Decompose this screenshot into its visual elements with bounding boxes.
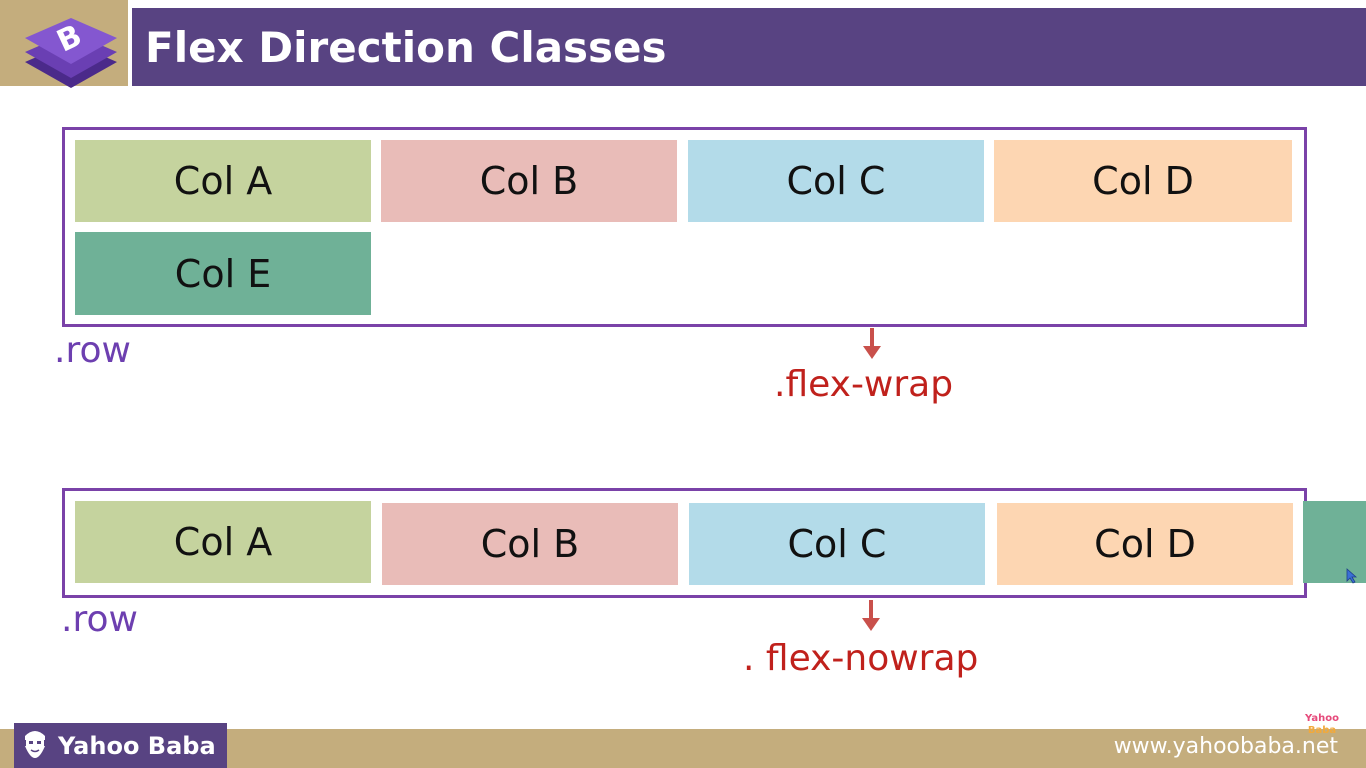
col-label: Col B [480,522,580,566]
col-b: Col B [381,140,677,222]
page-title: Flex Direction Classes [145,23,667,72]
header-bar [132,8,1366,86]
footer-url: www.yahoobaba.net [1113,734,1338,759]
bearded-man-icon [25,730,45,758]
watermark-line1: Yahoo [1304,713,1339,724]
bootstrap-logo-icon: B [25,18,117,88]
col-label: Col E [174,251,272,296]
footer-brand-text: Yahoo Baba [58,731,216,760]
class-label-flex-nowrap: . flex-nowrap [743,638,979,679]
col-b: Col B [382,503,678,585]
col-c: Col C [688,140,984,222]
col-a: Col A [75,501,371,583]
yahoo-baba-watermark: Yahoo Baba [1304,713,1339,736]
col-d: Col D [997,503,1293,585]
col-label: Col A [173,520,273,564]
col-label: Col D [1094,522,1196,566]
col-label: Col D [1092,159,1194,203]
row-label: .row [54,330,131,371]
col-label: Col C [787,522,887,566]
col-c: Col C [689,503,985,585]
col-e: Col E [75,232,371,315]
mouse-cursor-icon [1346,568,1358,584]
col-label: Col C [786,159,886,203]
col-label: Col B [479,159,579,203]
arrow-down-icon [863,328,881,359]
col-d: Col D [994,140,1292,222]
footer-bar [0,729,1366,768]
col-a: Col A [75,140,371,222]
arrow-down-icon [862,600,880,631]
col-label: Col A [173,159,273,203]
class-label-flex-wrap: .flex-wrap [774,364,954,405]
row-label: .row [61,599,138,640]
watermark-line2: Baba [1308,725,1336,736]
col-e-overflow [1303,501,1366,583]
footer-brand-badge[interactable]: Yahoo Baba [14,723,227,768]
